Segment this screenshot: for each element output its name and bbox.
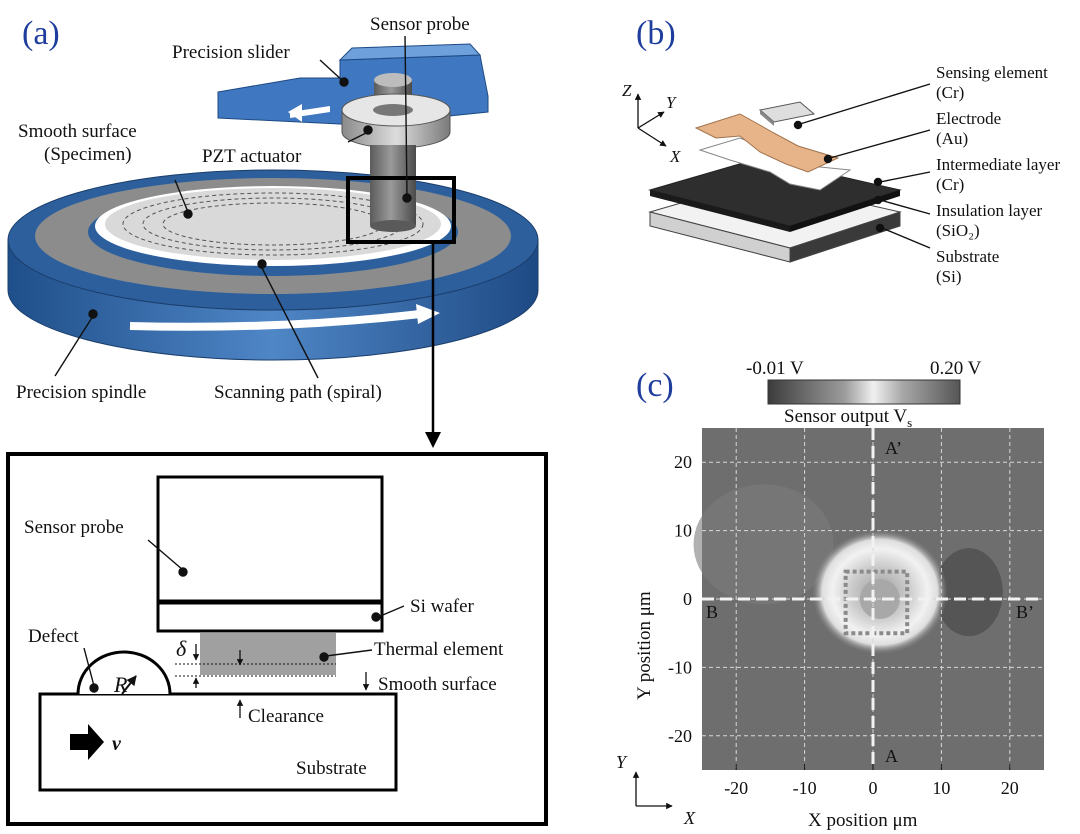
label-precision-spindle: Precision spindle (16, 382, 146, 403)
label-specimen: (Specimen) (44, 144, 132, 165)
section-label-b: B (706, 602, 718, 622)
layer-name-substrate: Substrate (936, 247, 999, 266)
x-tick-label: 10 (932, 778, 950, 798)
detail-label-smooth-surface: Smooth surface (378, 674, 497, 695)
panel-b-axes (634, 93, 667, 147)
layer-name-sensing-element: Sensing element (936, 63, 1048, 82)
axis-z-label: Z (622, 81, 632, 100)
layer-name-electrode: Electrode (936, 109, 1001, 128)
layer-stack-graphic (648, 83, 931, 263)
label-sensor-probe: Sensor probe (370, 14, 470, 35)
detail-label-clearance: Clearance (248, 706, 324, 727)
label-smooth-surface: Smooth surface (18, 121, 137, 142)
panel-c: (c) -0.01 V 0.20 V Sensor output Vs -20-… (616, 358, 1044, 831)
heatmap-grid (702, 428, 1044, 770)
corner-axis-x-label: X (683, 808, 696, 828)
detail-label-radius: R (113, 672, 128, 697)
y-tick-label: -20 (668, 726, 692, 746)
x-tick-label: -10 (793, 778, 817, 798)
y-tick-label: -10 (668, 657, 692, 677)
y-axis-title: Y position μm (634, 591, 655, 700)
detail-label-thermal-element: Thermal element (374, 639, 504, 660)
heatmap-shade-right (934, 548, 1003, 637)
y-tick-label: 10 (674, 521, 692, 541)
panel-a-tag: (a) (22, 15, 60, 52)
x-tick-label: -20 (724, 778, 748, 798)
heatmap-plot: -20 -10 0 10 20 20 10 0 -10 -20 (668, 428, 1044, 798)
panel-b-tag: (b) (636, 15, 676, 52)
x-tick-label: 0 (869, 778, 878, 798)
axis-y-label: Y (666, 93, 677, 112)
panel-a-leaders (54, 35, 412, 379)
panel-c-tag: (c) (636, 367, 674, 404)
layer-material-sensing-element: (Cr) (936, 83, 964, 102)
layer-name-intermediate: Intermediate layer (936, 155, 1060, 174)
colorbar: -0.01 V 0.20 V Sensor output Vs (746, 358, 982, 430)
defect-outline-box (843, 569, 910, 636)
panel-b: (b) Z Y X (622, 15, 1060, 286)
y-tick-label: 20 (674, 452, 692, 472)
section-label-a-prime: A’ (885, 438, 902, 458)
layer-material-electrode: (Au) (936, 129, 968, 148)
detail-label-sensor-probe: Sensor probe (24, 517, 124, 538)
heatmap-features (693, 484, 1003, 655)
layer-material-substrate: (Si) (936, 267, 962, 286)
detail-label-substrate: Substrate (296, 758, 367, 779)
detail-label-velocity: v (112, 733, 122, 755)
panel-a-labels: Sensor probe Precision slider Smooth sur… (16, 14, 470, 403)
detail-labels: Sensor probe Si wafer Defect δ Thermal e… (24, 517, 504, 779)
detail-label-delta: δ (176, 636, 187, 661)
heatmap-ticks: -20 -10 0 10 20 20 10 0 -10 -20 (668, 452, 1019, 798)
detail-label-si-wafer: Si wafer (410, 596, 475, 617)
layer-labels: Sensing element (Cr) Electrode (Au) Inte… (936, 63, 1060, 286)
section-label-a: A (885, 746, 898, 766)
x-tick-label: 20 (1001, 778, 1019, 798)
layer-name-insulation: Insulation layer (936, 201, 1043, 220)
heatmap-shade-left (693, 484, 834, 605)
section-label-b-prime: B’ (1016, 602, 1034, 622)
precision-spindle-graphic (7, 169, 539, 361)
label-pzt-actuator: PZT actuator (202, 146, 302, 167)
label-precision-slider: Precision slider (172, 42, 290, 63)
layer-material-intermediate: (Cr) (936, 175, 964, 194)
x-axis-title: X position μm (808, 810, 918, 831)
layer-material-insulation: (SiO₂) (936, 221, 980, 240)
y-tick-label: 0 (683, 589, 692, 609)
zoom-arrow (425, 240, 441, 448)
colorbar-max-label: 0.20 V (930, 358, 982, 379)
panel-c-corner-axes (632, 771, 673, 810)
corner-axis-y-label: Y (616, 752, 628, 772)
detail-label-defect: Defect (28, 626, 79, 647)
panel-a: (a) (6, 14, 548, 826)
colorbar-min-label: -0.01 V (746, 358, 804, 379)
colorbar-title: Sensor output Vs (784, 406, 912, 430)
label-scanning-path: Scanning path (spiral) (214, 382, 382, 403)
detail-box (6, 452, 548, 826)
axis-x-label: X (669, 147, 681, 166)
